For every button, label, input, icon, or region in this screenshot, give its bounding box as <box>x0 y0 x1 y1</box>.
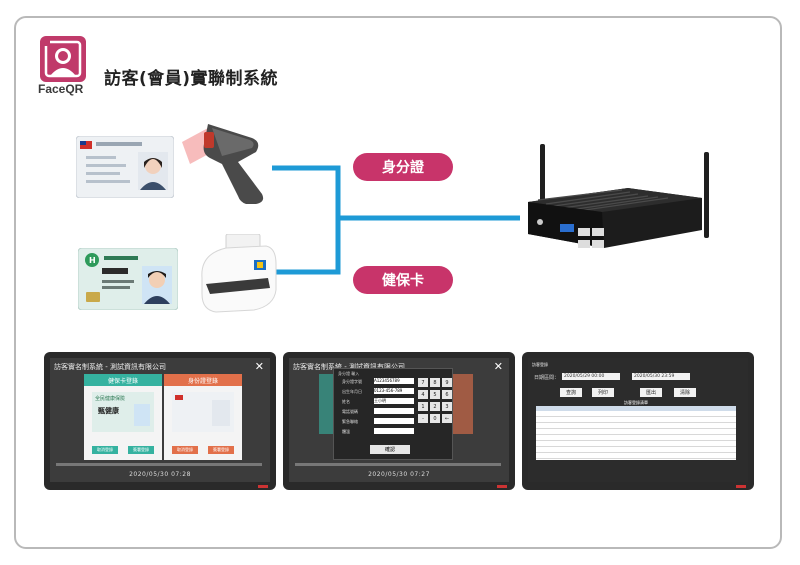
screen-visitor-records: 訪客登錄 日期區間： 2020/05/29 00:00 2020/05/30 2… <box>522 352 754 490</box>
screen-title: 訪客實名制系統 - 測試資訊有限公司 <box>54 363 166 371</box>
table-row[interactable] <box>536 441 736 447</box>
confirm-button[interactable]: 確認 <box>370 445 410 454</box>
date-from-input[interactable]: 2020/05/29 00:00 <box>562 373 620 380</box>
key-9[interactable]: 9 <box>442 378 452 387</box>
keypad-dialog: 身分證 輸入 身分證字號 出生年月日 姓名 電話號碼 緊急聯絡 體溫 A1234… <box>333 368 453 460</box>
health-card-image: H <box>77 247 179 311</box>
key-8[interactable]: 8 <box>430 378 440 387</box>
id-card-label: 身分證 <box>353 153 453 181</box>
table-row[interactable] <box>536 417 736 423</box>
table-row[interactable] <box>536 435 736 441</box>
barcode-scanner-image <box>182 118 278 206</box>
clock: 2020/05/30 07:27 <box>368 471 430 478</box>
screen-keypad-entry: 訪客實名制系統 - 測試資訊有限公司 ✕ 身分證 輸入 身分證字號 出生年月日 … <box>283 352 515 490</box>
table-row[interactable] <box>536 411 736 417</box>
print-button[interactable]: 列印 <box>592 388 614 397</box>
birthday-field[interactable]: 0123-456-789 <box>374 388 414 394</box>
table-row[interactable] <box>536 453 736 459</box>
export-button[interactable]: 匯出 <box>640 388 662 397</box>
phone-field[interactable] <box>374 408 414 414</box>
card-reader-image <box>196 233 282 318</box>
id-card-panel[interactable]: 身份證登錄 取消登錄 簽署登錄 <box>164 374 242 460</box>
cancel-button[interactable]: 取消登錄 <box>172 446 198 454</box>
key-4[interactable]: 4 <box>418 390 428 399</box>
key-dash[interactable]: - <box>418 414 428 423</box>
emergency-field[interactable] <box>374 418 414 424</box>
key-backspace[interactable]: ← <box>442 414 452 423</box>
screen-health-card-login: 訪客實名制系統 - 測試資訊有限公司 ✕ 健保卡登錄 全民健康保險 甄健康 取消… <box>44 352 276 490</box>
avatar <box>134 404 150 426</box>
mini-pc-image <box>518 140 728 280</box>
table-row[interactable] <box>536 429 736 435</box>
sign-button[interactable]: 簽署登錄 <box>128 446 154 454</box>
logo-icon <box>40 36 86 82</box>
card-holder-name: 甄健康 <box>98 407 119 415</box>
key-5[interactable]: 5 <box>430 390 440 399</box>
screen-title: 訪客實名制系統 - 測試資訊有限公司 <box>293 363 405 371</box>
name-field[interactable]: 王小明 <box>374 398 414 404</box>
key-6[interactable]: 6 <box>442 390 452 399</box>
close-icon[interactable]: ✕ <box>254 360 264 373</box>
date-to-input[interactable]: 2020/05/30 23:59 <box>632 373 690 380</box>
clear-button[interactable]: 清除 <box>674 388 696 397</box>
key-2[interactable]: 2 <box>430 402 440 411</box>
close-icon[interactable]: ✕ <box>493 360 503 373</box>
page-title: 訪客(會員)實聯制系統 <box>104 69 279 89</box>
avatar <box>212 400 230 426</box>
id-number-field[interactable]: A123456789 <box>374 378 414 384</box>
cancel-button[interactable]: 取消登錄 <box>92 446 118 454</box>
id-card-image <box>75 135 175 199</box>
panel-header: 健保卡登錄 <box>84 374 162 386</box>
clock: 2020/05/30 07:28 <box>129 471 191 478</box>
logo-text: FaceQR <box>38 82 84 96</box>
records-table <box>536 406 736 460</box>
key-3[interactable]: 3 <box>442 402 452 411</box>
table-row[interactable] <box>536 423 736 429</box>
key-7[interactable]: 7 <box>418 378 428 387</box>
key-0[interactable]: 0 <box>430 414 440 423</box>
panel-header: 身份證登錄 <box>164 374 242 386</box>
faceqr-logo: FaceQR <box>38 36 92 100</box>
table-row[interactable] <box>536 447 736 453</box>
health-card-label: 健保卡 <box>353 266 453 294</box>
temperature-field[interactable] <box>374 428 414 434</box>
svg-text:H: H <box>89 256 96 265</box>
table-title: 訪客登錄清單 <box>624 400 648 405</box>
health-card-panel[interactable]: 健保卡登錄 全民健康保險 甄健康 取消登錄 簽署登錄 <box>84 374 162 460</box>
query-button[interactable]: 查詢 <box>560 388 582 397</box>
screen-title: 訪客登錄 <box>532 362 548 367</box>
key-1[interactable]: 1 <box>418 402 428 411</box>
sign-button[interactable]: 簽署登錄 <box>208 446 234 454</box>
